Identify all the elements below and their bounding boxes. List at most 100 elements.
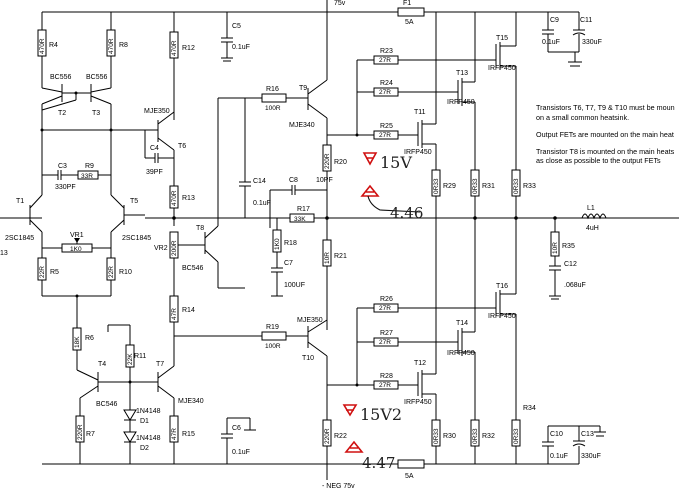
c7-ref: C7	[284, 260, 293, 267]
r11-value: 22K	[127, 353, 134, 365]
c6-ref: C6	[232, 425, 241, 432]
t14-part: IRFP450	[447, 350, 475, 357]
r25-ref: R25	[380, 123, 393, 130]
r26-value: 27R	[379, 305, 391, 312]
t13-ref: T13	[456, 70, 468, 77]
fuse-f1-ref: F1	[403, 0, 411, 7]
t4-part: BC546	[96, 401, 118, 408]
r5-ref: R5	[50, 269, 59, 276]
t14-ref: T14	[456, 320, 468, 327]
r30-value: 0R33	[433, 428, 440, 444]
r15-value: 47R	[171, 428, 178, 440]
r35-value: 10R	[552, 242, 559, 254]
r22-value: 220R	[324, 428, 331, 444]
gate-resistors-top: R23 R24 R25 27R 27R 27R	[327, 48, 496, 140]
handwritten-annotations: 15V 4.46 15V2 4.47	[342, 152, 423, 472]
note-line-4: Transistor T8 is mounted on the main hea…	[536, 147, 675, 156]
r29-value: 0R33	[433, 178, 440, 194]
c3-ref: C3	[58, 163, 67, 170]
r32-ref: R32	[482, 433, 495, 440]
t2-part: BC556	[50, 74, 72, 81]
negative-rail: 5A - NEG 75v	[42, 459, 579, 490]
r10-ref: R10	[119, 269, 132, 276]
r18-ref: R18	[284, 240, 297, 247]
diode-d2	[123, 431, 137, 443]
output-line: 13	[0, 216, 679, 257]
r13-value: 470R	[171, 190, 178, 206]
t3-ref: T3	[92, 110, 100, 117]
r12-ref: R12	[182, 45, 195, 52]
t4-ref: T4	[98, 361, 106, 368]
r5-value: 22R	[39, 266, 46, 278]
hand-top-delta: 4.46	[390, 204, 423, 222]
r31-value: 0R33	[472, 178, 479, 194]
r8-ref: R8	[119, 42, 128, 49]
note-line-3: Output FETs are mounted on the main heat	[536, 130, 674, 139]
r27-ref: R27	[380, 330, 393, 337]
gate-resistors-bottom: R26 R27 R28 27R 27R 27R	[327, 296, 496, 390]
r23-ref: R23	[380, 48, 393, 55]
t13-part: IRFP450	[447, 99, 475, 106]
vr1-value: 1K0	[70, 246, 82, 253]
edge-label: 13	[0, 250, 8, 257]
inductor-l1	[581, 213, 607, 220]
r9-value: 33R	[81, 173, 93, 180]
r26-ref: R26	[380, 296, 393, 303]
r34-ref: R34	[523, 405, 536, 412]
r19-value: 100R	[265, 343, 281, 350]
r19-ref: R19	[266, 324, 279, 331]
t12-part: IRFP450	[404, 399, 432, 406]
vr1-ref: VR1	[70, 232, 84, 239]
c5-value: 0.1uF	[232, 44, 250, 51]
positive-rail: F1 5A 75v	[42, 0, 579, 26]
t6-ref: T6	[178, 143, 186, 150]
d1-ref: D1	[140, 418, 149, 425]
r27-value: 27R	[379, 339, 391, 346]
d2-ref: D2	[140, 445, 149, 452]
r30-ref: R30	[443, 433, 456, 440]
r12-value: 470R	[171, 40, 178, 56]
r10-value: 22R	[108, 266, 115, 278]
t1-part: 2SC1845	[5, 235, 34, 242]
r28-value: 27R	[379, 382, 391, 389]
note-line-5: as close as possible to the output FETs	[536, 156, 661, 165]
c10-value: 0.1uF	[550, 453, 568, 460]
r6-ref: R6	[85, 335, 94, 342]
t8-part: BC546	[182, 265, 204, 272]
output-network: 10R R35 C12 .068uF L1 4uH	[549, 205, 607, 300]
c5-ref: C5	[232, 23, 241, 30]
r16-value: 100R	[265, 105, 281, 112]
r7-ref: R7	[86, 431, 95, 438]
t9-ref: T9	[299, 85, 307, 92]
current-source: 18K R6 T4 BC546 220R R7 22K R11 1N4148 D…	[72, 324, 204, 464]
r13-ref: R13	[182, 195, 195, 202]
c10-ref: C10	[550, 431, 563, 438]
d2-part: 1N4148	[136, 435, 161, 442]
r17-ref: R17	[297, 206, 310, 213]
resistor-r17	[289, 213, 315, 223]
c12-value: .068uF	[564, 282, 586, 289]
r34-value: 0R33	[513, 428, 520, 444]
r14-value: 47R	[171, 308, 178, 320]
t15-ref: T15	[496, 35, 508, 42]
vr2-ref: VR2	[154, 245, 168, 252]
r29-ref: R29	[443, 183, 456, 190]
r33-value: 0R33	[513, 178, 520, 194]
t11-ref: T11	[414, 109, 426, 116]
d1-part: 1N4148	[136, 408, 161, 415]
t6-part: MJE350	[144, 108, 170, 115]
hand-top-value: 15V	[380, 153, 412, 172]
neg-rail-label: - NEG 75v	[322, 483, 355, 490]
t1-ref: T1	[16, 198, 24, 205]
build-notes: Transistors T6, T7, T9 & T10 must be mou…	[536, 103, 675, 165]
r21-ref: R21	[334, 253, 347, 260]
r11-ref: R11	[134, 353, 146, 360]
fuse-f2	[397, 459, 425, 469]
diode-d1	[123, 409, 137, 421]
output-fets-top: T11 IRFP450 T13 IRFP450 T15 IRFP450	[404, 12, 517, 170]
l1-value: 4uH	[586, 225, 599, 232]
t9-part: MJE340	[289, 122, 315, 129]
c11-value: 330uF	[582, 39, 602, 46]
t3-part: BC556	[86, 74, 108, 81]
